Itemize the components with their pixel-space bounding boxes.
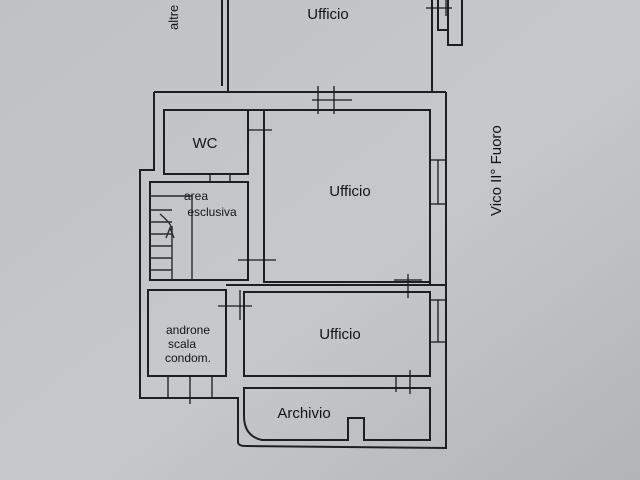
room-label-androne-line2: scala bbox=[168, 337, 196, 351]
upper-office-walls bbox=[221, 0, 463, 93]
area-esclusiva bbox=[149, 181, 276, 281]
room-label-wc: WC bbox=[193, 135, 218, 152]
androne-room bbox=[147, 289, 252, 404]
neighbor-label: altre bbox=[166, 5, 181, 30]
room-label-area-line1: area bbox=[184, 189, 208, 203]
stair-treads bbox=[150, 195, 193, 280]
archivio-room bbox=[243, 370, 431, 441]
room-label-ufficio-bottom: Ufficio bbox=[319, 326, 360, 343]
room-label-androne-line3: condom. bbox=[165, 351, 211, 365]
room-label-area-line2: esclusiva bbox=[187, 205, 237, 219]
bottom-office bbox=[226, 274, 446, 377]
room-label-ufficio-top: Ufficio bbox=[307, 6, 348, 23]
center-office bbox=[263, 109, 446, 283]
room-label-androne-line1: androne bbox=[166, 323, 210, 337]
street-label: Vico II° Fuoro bbox=[488, 125, 505, 216]
room-label-ufficio-center: Ufficio bbox=[329, 183, 370, 200]
room-label-archivio: Archivio bbox=[277, 405, 330, 422]
